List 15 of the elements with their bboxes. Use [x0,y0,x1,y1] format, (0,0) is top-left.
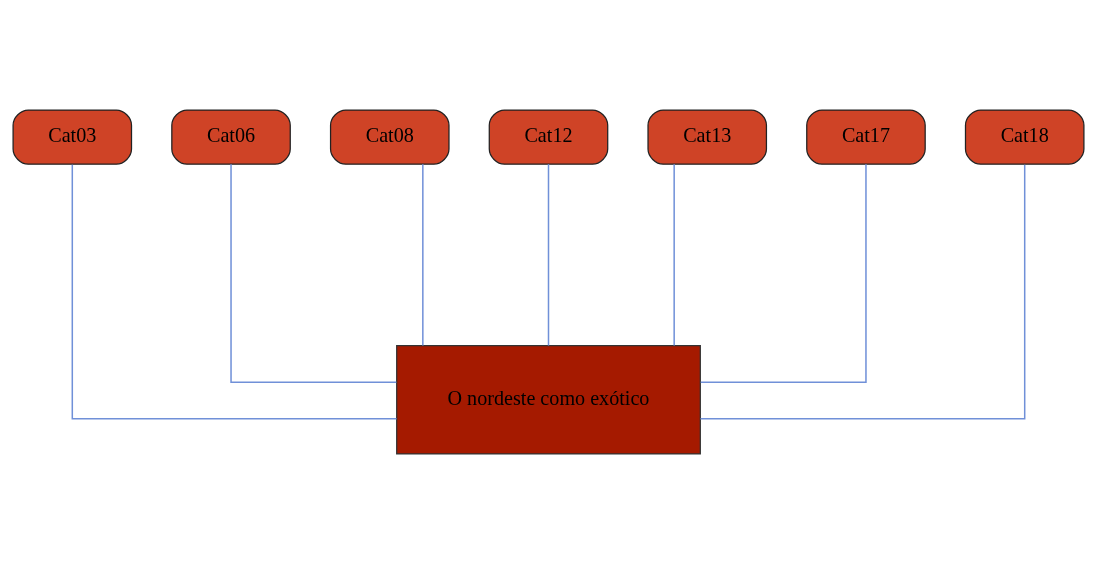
node-box: Cat18 [964,109,1085,165]
connector [230,163,398,383]
connector [71,163,398,420]
connector [699,163,867,383]
connector [547,163,550,347]
node-box: Cat17 [806,109,926,165]
node-box: O nordeste como exótico [396,345,701,455]
node-box: Cat13 [647,109,768,165]
node-box: Cat03 [12,109,133,165]
node-box: Cat12 [488,109,609,165]
node-box: Cat06 [171,109,291,165]
connector [699,163,1026,420]
node-box: Cat08 [329,109,450,165]
connector [673,163,675,347]
connector [422,163,424,347]
